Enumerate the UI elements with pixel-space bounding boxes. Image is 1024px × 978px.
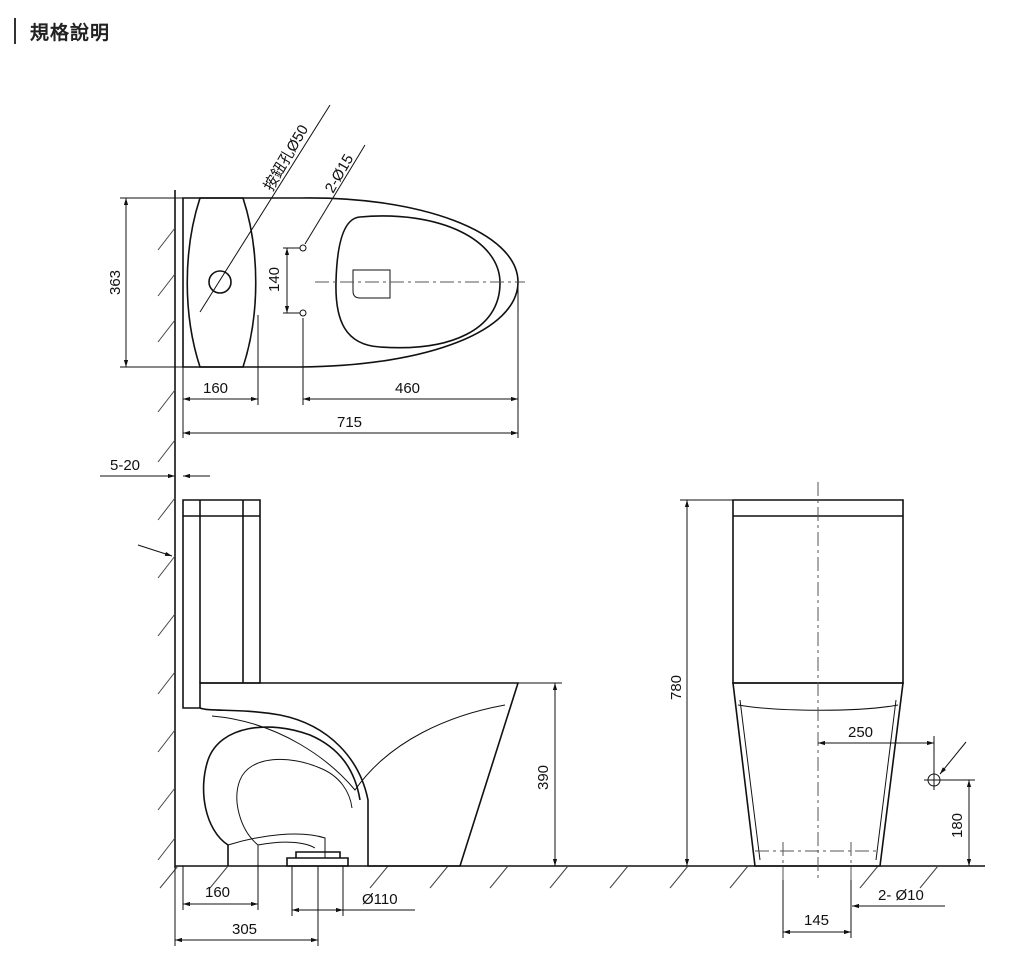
dim-hole-spacing: 140 — [266, 267, 283, 292]
dim-supply-offset: 250 — [848, 724, 873, 741]
front-view: 780 250 180 145 2- Ø10 — [668, 482, 975, 938]
pedestal-front — [732, 682, 904, 867]
top-view: 按鈕孔Ø50 2-Ø15 140 363 160 460 715 — [107, 104, 525, 868]
wall-hatch — [157, 227, 176, 861]
side-view: 5-20 390 160 — [100, 457, 985, 946]
dim-hole-front: 460 — [395, 380, 420, 397]
dim-supply-height: 180 — [949, 813, 966, 838]
dim-outlet-dia: Ø110 — [362, 891, 398, 908]
dim-rough-in: 305 — [232, 921, 257, 938]
supply-pointer — [939, 741, 967, 775]
mount-hole-lower — [299, 309, 307, 317]
bowl-outlet — [352, 269, 391, 299]
dim-total-height: 780 — [668, 675, 685, 700]
dim-wall-gap: 5-20 — [110, 457, 140, 474]
bowl-inner-rim — [335, 215, 501, 349]
button-hole-callout: 按鈕孔Ø50 — [261, 122, 312, 194]
dim-tank: 160 — [203, 380, 228, 397]
section-header: 規格說明 — [14, 18, 110, 44]
mount-hole-upper — [299, 244, 307, 252]
tank-side — [182, 499, 261, 709]
mount-holes-leader — [304, 144, 366, 245]
dim-seat-height: 390 — [535, 765, 552, 790]
dim-total-length: 715 — [337, 414, 362, 431]
bowl-side — [199, 682, 520, 867]
bolt-holes-callout: 2- Ø10 — [878, 887, 924, 904]
button-hole-leader — [199, 104, 331, 313]
bowl-rim-curve — [211, 704, 506, 791]
outlet-flange — [286, 851, 349, 867]
button-hole — [208, 270, 232, 294]
mount-holes-callout: 2-Ø15 — [322, 151, 358, 196]
floor-hatch — [159, 865, 939, 889]
dim-depth: 363 — [107, 270, 124, 295]
tank-outline-top — [186, 197, 257, 368]
section-title: 規格說明 — [30, 22, 111, 44]
dim-bolt-spacing: 145 — [804, 912, 829, 929]
trapway — [202, 726, 361, 866]
dim-outlet-center: 160 — [205, 884, 230, 901]
wall-gap-pointer — [137, 544, 173, 557]
